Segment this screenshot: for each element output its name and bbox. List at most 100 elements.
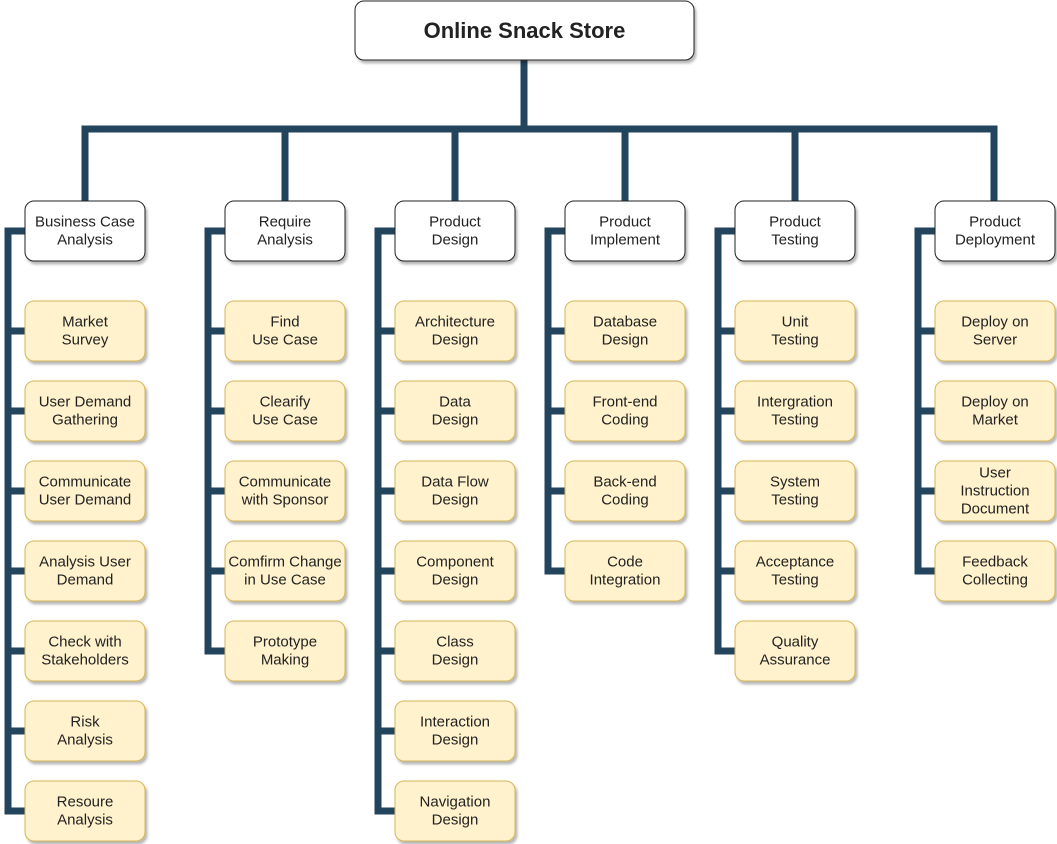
node-label-line: Online Snack Store	[424, 18, 626, 43]
node-label-line: Implement	[590, 232, 661, 249]
node-label-line: Instruction	[960, 483, 1029, 500]
connector-lines	[4, 56, 998, 815]
node-label-line: Product	[969, 214, 1022, 231]
root-node[interactable]: Online Snack Store	[354, 0, 695, 61]
task-box-shape	[734, 460, 856, 522]
node-label-line: Making	[261, 652, 309, 669]
node-label-line: Testing	[771, 232, 819, 249]
node-label-line: Design	[432, 412, 479, 429]
phase-box-shape	[224, 200, 346, 262]
task-box-shape	[224, 540, 346, 602]
node-label-line: User Demand	[39, 394, 132, 411]
task-box-shape	[24, 620, 146, 682]
node-label-line: Deployment	[955, 232, 1036, 249]
node-label-line: Business Case	[35, 214, 135, 231]
node-label-line: Require	[259, 214, 312, 231]
node-label-line: Design	[432, 652, 479, 669]
node-label-line: Communicate	[239, 474, 332, 491]
task-box-shape	[24, 300, 146, 362]
node-label-line: Analysis User	[39, 554, 131, 571]
node-label-line: Component	[416, 554, 494, 571]
node-label-line: Gathering	[52, 412, 118, 429]
phase-box-shape	[24, 200, 146, 262]
task-box-shape	[734, 540, 856, 602]
node-label-line: Design	[432, 812, 479, 829]
node-label-line: Front-end	[592, 394, 657, 411]
task-box-shape	[24, 780, 146, 842]
task-box-shape	[394, 380, 516, 442]
node-label-line: Testing	[771, 572, 819, 589]
task-box-shape	[734, 300, 856, 362]
node-label-line: Resoure	[57, 794, 114, 811]
root-box[interactable]: Online Snack Store	[354, 0, 695, 61]
task-box-shape	[934, 300, 1056, 362]
node-label-line: Testing	[771, 412, 819, 429]
task-box-shape	[224, 300, 346, 362]
node-label-line: Stakeholders	[41, 652, 129, 669]
task-box-shape	[564, 460, 686, 522]
task-box-shape	[394, 540, 516, 602]
node-label-line: Integration	[590, 572, 661, 589]
root-box-shape	[354, 0, 695, 61]
node-label-line: Communicate	[39, 474, 132, 491]
node-label-line: Feedback	[962, 554, 1028, 571]
task-box-shape	[564, 380, 686, 442]
node-label-line: Coding	[601, 492, 649, 509]
node-label-line: Design	[432, 332, 479, 349]
node-label-line: User	[979, 465, 1011, 482]
task-box-shape	[24, 380, 146, 442]
node-label-line: Server	[973, 332, 1017, 349]
node-label-line: with Sponsor	[241, 492, 329, 509]
node-label-line: Find	[270, 314, 299, 331]
node-label-line: Navigation	[420, 794, 491, 811]
node-label-line: Design	[432, 492, 479, 509]
task-box-shape	[394, 780, 516, 842]
node-label-line: Prototype	[253, 634, 317, 651]
node-label-line: Testing	[771, 492, 819, 509]
task-box-shape	[394, 700, 516, 762]
node-label-line: Product	[429, 214, 482, 231]
node-label-line: System	[770, 474, 820, 491]
node-label-line: Risk	[70, 714, 100, 731]
node-label-line: Demand	[57, 572, 114, 589]
task-box-shape	[24, 700, 146, 762]
